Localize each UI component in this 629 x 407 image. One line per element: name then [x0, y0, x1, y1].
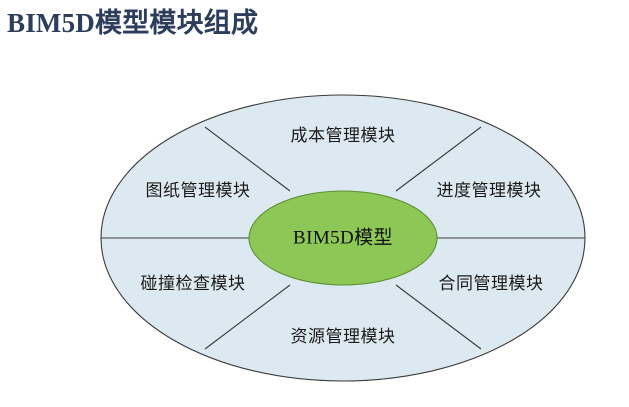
spoke-lower-left [204, 284, 291, 350]
segment-label-schedule[interactable]: 进度管理模块 [437, 181, 542, 200]
spoke-lines [101, 126, 585, 350]
center-hub-ellipse[interactable] [248, 190, 438, 286]
segment-label-drawing[interactable]: 图纸管理模块 [146, 181, 251, 200]
center-hub-label: BIM5D模型 [293, 226, 393, 248]
segment-label-resource[interactable]: 资源管理模块 [291, 327, 396, 346]
segment-label-contract[interactable]: 合同管理模块 [439, 274, 544, 293]
spoke-upper-left [204, 126, 291, 192]
spoke-lower-right [395, 284, 482, 350]
spoke-upper-right [395, 126, 482, 192]
segment-label-clash[interactable]: 碰撞检查模块 [141, 274, 246, 293]
segment-label-cost[interactable]: 成本管理模块 [291, 126, 396, 145]
page-title: BIM5D模型模块组成 [7, 8, 259, 38]
